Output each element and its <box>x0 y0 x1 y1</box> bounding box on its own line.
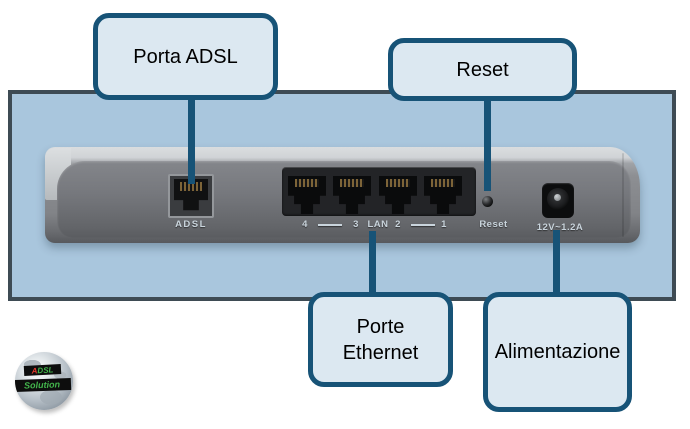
logo-line1-rest: DSL <box>37 364 54 375</box>
callout-reset: Reset <box>388 38 577 101</box>
lan-dash-left <box>318 224 342 226</box>
connector-line-ethernet <box>369 231 376 293</box>
lan-port-3-jack-icon <box>333 176 371 214</box>
router-device: ADSL 4 3 LAN 2 1 Reset 12V~1.2A <box>45 147 640 243</box>
connector-line-reset <box>484 99 491 191</box>
callout-porte-ethernet-label: Porte Ethernet <box>342 315 419 364</box>
connector-line-power <box>553 230 560 294</box>
reset-button <box>482 196 493 207</box>
reset-button-label: Reset <box>479 219 508 230</box>
power-jack-label: 12V~1.2A <box>536 222 584 233</box>
callout-alimentazione-label: Alimentazione <box>494 341 621 363</box>
device-seam <box>622 153 624 237</box>
logo-line2: Solution <box>15 377 72 393</box>
connector-line-adsl <box>188 97 195 184</box>
logo-line2-text: Solution <box>23 379 61 391</box>
power-jack <box>542 183 574 218</box>
lan-dash-right <box>411 224 435 226</box>
callout-reset-label: Reset <box>456 58 509 81</box>
callout-alimentazione: Alimentazione <box>483 292 632 412</box>
lan-port-1-jack-icon <box>424 176 462 214</box>
lan-port-2-jack-icon <box>379 176 417 214</box>
callout-porte-ethernet: Porte Ethernet <box>308 292 453 387</box>
lan-port-1-label: 1 <box>441 219 447 230</box>
callout-porta-adsl: Porta ADSL <box>93 13 278 100</box>
lan-port-block <box>282 167 476 216</box>
lan-port-3-label: 3 <box>353 219 359 230</box>
adsl-port-label: ADSL <box>175 219 207 230</box>
lan-port-4-jack-icon <box>288 176 326 214</box>
lan-port-2-label: 2 <box>395 219 401 230</box>
lan-port-4-label: 4 <box>302 219 308 230</box>
lan-group-label: LAN <box>367 219 389 230</box>
rj11-jack-icon <box>174 179 208 211</box>
callout-porta-adsl-label: Porta ADSL <box>133 45 238 68</box>
